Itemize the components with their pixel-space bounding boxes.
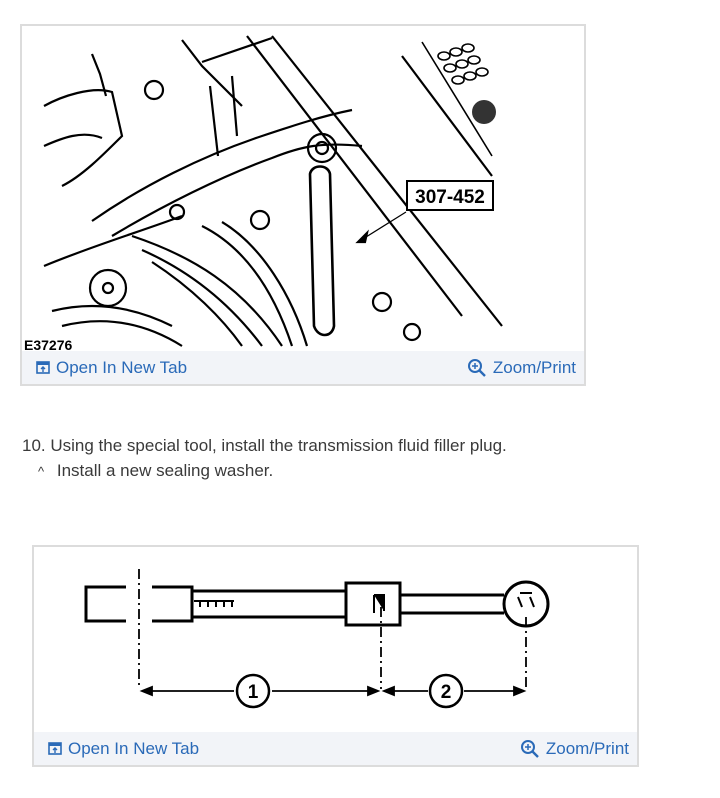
- svg-text:1: 1: [248, 682, 259, 703]
- substep-marker: ^: [38, 464, 45, 479]
- transmission-diagram: 307-452 E37276: [24, 35, 503, 353]
- torque-wrench-illustration: 1 2: [34, 547, 637, 734]
- zoom-print-link[interactable]: Zoom/Print: [520, 739, 629, 759]
- substep-text: Install a new sealing washer.: [56, 461, 274, 480]
- figure-card-1: 307-452 E37276 Open In New Tab Zoom/Prin…: [20, 24, 586, 386]
- open-new-tab-icon: [48, 742, 62, 755]
- step-number: 10.: [22, 436, 46, 455]
- figure-1-footer: Open In New Tab Zoom/Print: [22, 351, 584, 384]
- step-text: Using the special tool, install the tran…: [50, 436, 507, 455]
- zoom-print-label: Zoom/Print: [545, 738, 629, 758]
- open-in-new-tab-label: Open In New Tab: [56, 357, 188, 377]
- zoom-print-link[interactable]: Zoom/Print: [467, 358, 576, 378]
- open-new-tab-icon: [36, 361, 50, 374]
- open-in-new-tab-link[interactable]: Open In New Tab: [36, 358, 187, 378]
- svg-text:307-452: 307-452: [415, 187, 485, 208]
- open-in-new-tab-label: Open In New Tab: [68, 738, 200, 758]
- substep: ^ Install a new sealing washer.: [38, 461, 273, 481]
- figure-2-footer: Open In New Tab Zoom/Print: [34, 732, 637, 765]
- zoom-in-icon: [467, 358, 486, 377]
- transmission-illustration: 307-452 E37276: [22, 26, 584, 353]
- svg-text:E37276: E37276: [24, 337, 72, 353]
- figure-card-2: 1 2 Open In New Tab Zoom/Print: [32, 545, 639, 767]
- svg-text:2: 2: [441, 682, 452, 703]
- open-in-new-tab-link[interactable]: Open In New Tab: [48, 739, 199, 759]
- step-10: 10. Using the special tool, install the …: [22, 436, 507, 456]
- zoom-in-icon: [520, 739, 539, 758]
- torque-wrench-diagram: 1 2: [84, 569, 550, 709]
- zoom-print-label: Zoom/Print: [492, 357, 576, 377]
